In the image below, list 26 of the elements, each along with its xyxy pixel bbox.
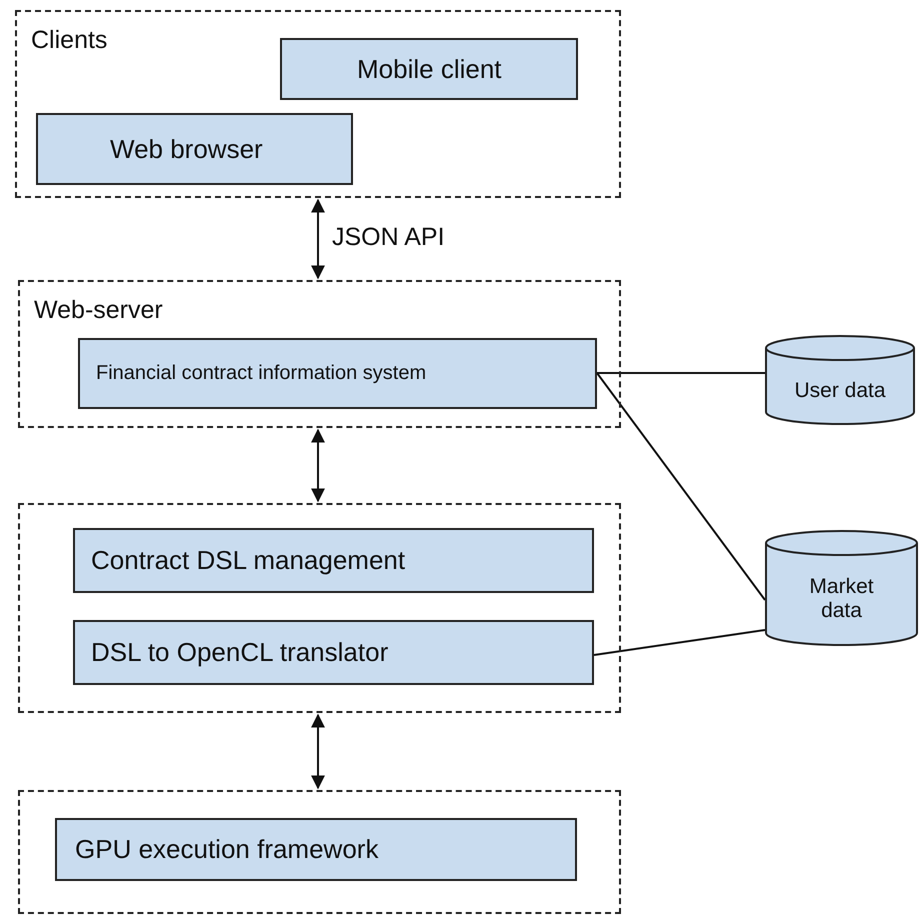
process-box (280, 38, 578, 100)
arrow (311, 714, 325, 790)
dashed-group-box (18, 790, 621, 914)
box-label: Financial contract information system (96, 362, 426, 385)
arrow (311, 198, 325, 280)
process-box (73, 620, 594, 685)
group-title: Clients (31, 26, 108, 55)
box-label: Mobile client (357, 54, 502, 84)
connector-line (597, 372, 765, 374)
box-label: Web browser (110, 134, 263, 164)
connector-line (596, 372, 766, 601)
group-title: Web-server (34, 296, 163, 325)
process-box (55, 818, 577, 881)
arrow (311, 428, 325, 502)
box-label: GPU execution framework (75, 834, 378, 865)
dashed-group-box (15, 10, 621, 198)
dashed-group-box (18, 280, 621, 428)
cylinder-label: Market data (808, 575, 875, 623)
cylinder-label: User data (794, 379, 886, 403)
process-box (73, 528, 594, 593)
process-box (36, 113, 353, 185)
box-label: Contract DSL management (91, 545, 406, 576)
process-box (78, 338, 597, 409)
box-label: DSL to OpenCL translator (91, 637, 388, 668)
dashed-group-box (18, 503, 621, 713)
connector-line (594, 629, 766, 656)
